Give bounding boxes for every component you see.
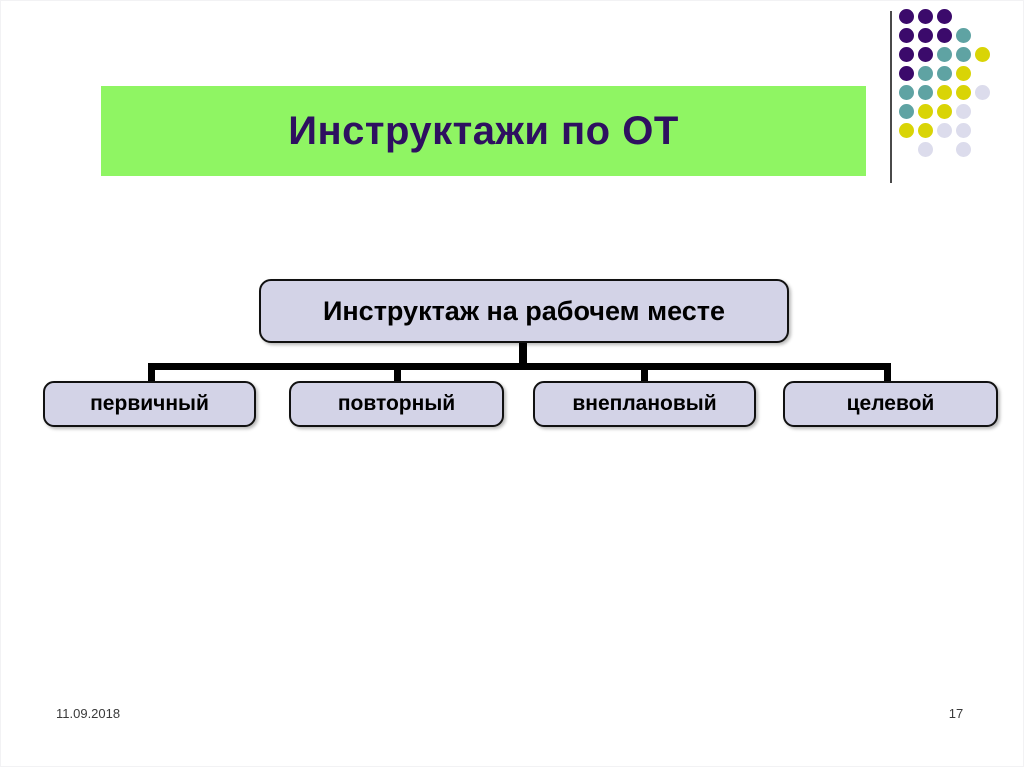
decorative-dot [937,9,952,24]
connector-horizontal-bus [148,363,891,370]
connector-drop-3 [641,363,648,383]
decorative-dot [937,85,952,100]
decorative-dot [918,123,933,138]
diagram-node-root: Инструктаж на рабочем месте [259,279,789,343]
connector-drop-2 [394,363,401,383]
decorative-dot [899,66,914,81]
decorative-dot [975,85,990,100]
decorative-dot [956,104,971,119]
decorative-dot [899,28,914,43]
decorative-dot [918,104,933,119]
decorative-dot [918,66,933,81]
decorative-dot [937,47,952,62]
diagram-node-child-povtornyy: повторный [289,381,504,427]
footer-date: 11.09.2018 [56,706,121,721]
decorative-dot [937,66,952,81]
decorative-dot [918,9,933,24]
vertical-rule [890,11,892,183]
decorative-dot [918,47,933,62]
dot-grid-decoration [899,9,1019,179]
connector-drop-1 [148,363,155,383]
decorative-dot [899,47,914,62]
decorative-dot [956,123,971,138]
decorative-dot [937,28,952,43]
decorative-dot [899,104,914,119]
connector-drop-4 [884,363,891,383]
footer-page-number: 17 [948,706,964,721]
diagram-node-child-tselevoy: целевой [783,381,998,427]
decorative-dot [956,28,971,43]
decorative-dot [899,9,914,24]
decorative-dot [956,66,971,81]
decorative-dot [956,47,971,62]
decorative-dot [956,85,971,100]
diagram-node-child-vneplanovyy: внеплановый [533,381,756,427]
decorative-dot [918,142,933,157]
decorative-dot [956,142,971,157]
title-banner: Инструктажи по ОТ [101,86,866,176]
page-title: Инструктажи по ОТ [288,108,679,153]
decorative-dot [975,47,990,62]
decorative-dot [937,104,952,119]
diagram-node-child-pervichnyy: первичный [43,381,256,427]
decorative-dot [899,85,914,100]
decorative-dot [899,123,914,138]
decorative-dot [937,123,952,138]
decorative-dot [918,85,933,100]
connector-root-stem [519,343,527,365]
decorative-dot [918,28,933,43]
